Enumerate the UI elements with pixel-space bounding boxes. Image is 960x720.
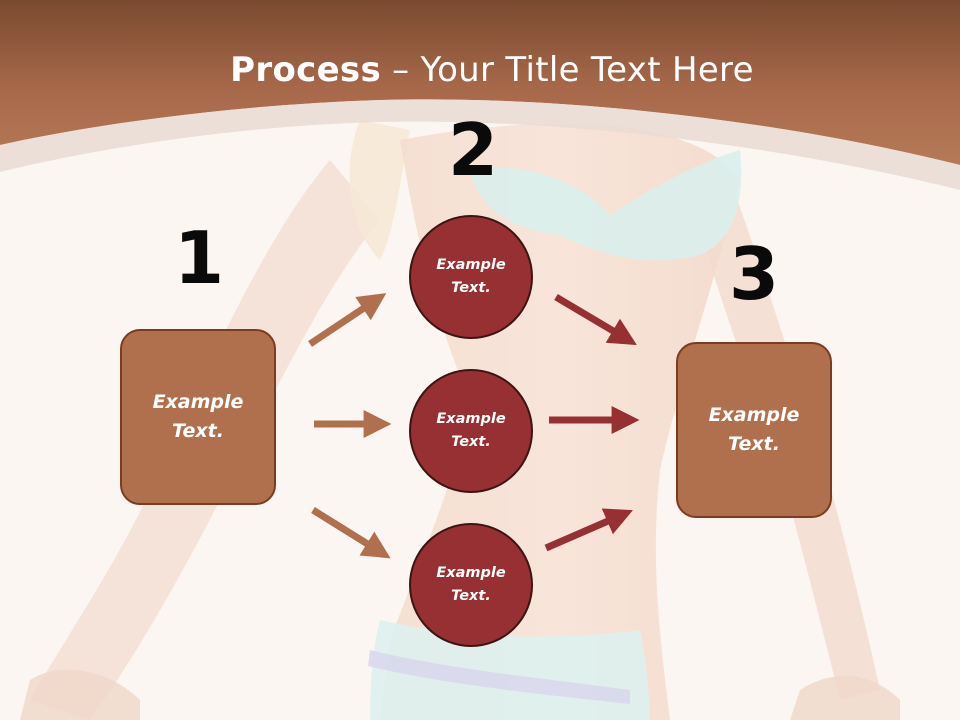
circle-bottom-text: Example Text.: [436, 565, 506, 604]
left-box-text: Example Text.: [152, 391, 244, 442]
slide-title: Process – Your Title Text Here: [0, 50, 960, 90]
arrow-left-up: [308, 293, 387, 347]
circle-bottom[interactable]: Example Text.: [409, 523, 533, 647]
right-box[interactable]: Example Text.: [676, 342, 832, 518]
left-box[interactable]: Example Text.: [120, 329, 276, 505]
circle-top[interactable]: Example Text.: [409, 215, 533, 339]
circle-top-text: Example Text.: [436, 257, 506, 296]
step-number-3: 3: [728, 232, 780, 316]
circle-middle-text: Example Text.: [436, 411, 506, 450]
circle-middle[interactable]: Example Text.: [409, 369, 533, 493]
header-band: [0, 0, 960, 190]
arrow-left-down: [311, 507, 391, 559]
title-rest: – Your Title Text Here: [381, 50, 754, 90]
arrow-right-up: [544, 508, 633, 552]
arrow-right-down: [554, 293, 637, 346]
title-bold: Process: [230, 50, 382, 90]
step-number-2: 2: [447, 108, 499, 192]
step-number-1: 1: [173, 216, 225, 300]
right-box-text: Example Text.: [708, 404, 800, 455]
